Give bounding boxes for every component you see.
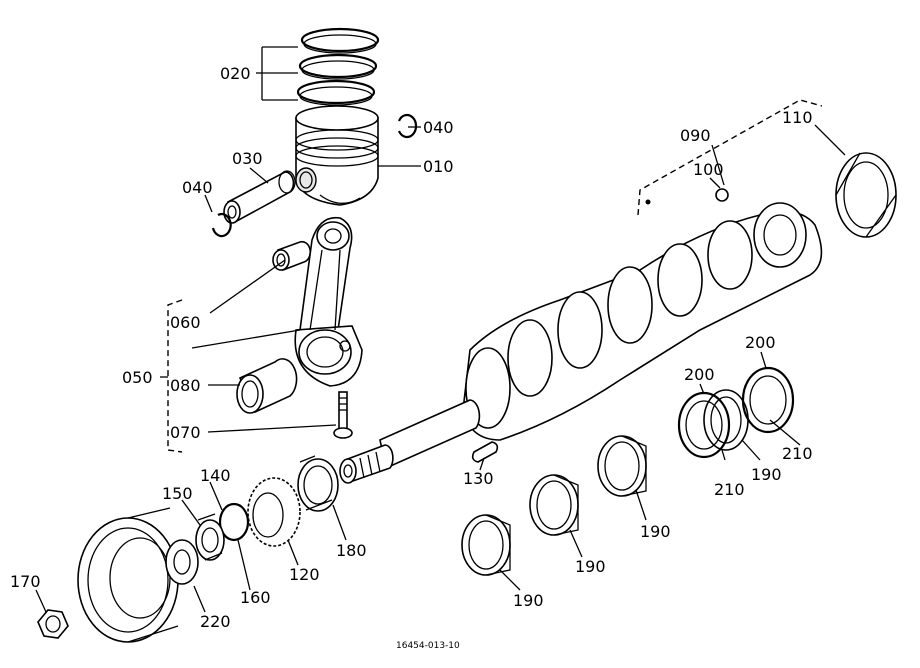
main-bearing-4[interactable] (703, 389, 749, 451)
crankshaft-gear[interactable] (247, 477, 301, 547)
callout-110: 110 (782, 108, 813, 127)
callout-210-left: 210 (714, 480, 745, 499)
callout-120: 120 (289, 565, 320, 584)
pulley-nut[interactable] (37, 609, 69, 639)
callout-030: 030 (232, 149, 263, 168)
callout-220: 220 (200, 612, 231, 631)
callout-labels: 020 040 030 010 040 090 110 100 060 050 … (10, 64, 813, 651)
ball-plug[interactable] (715, 188, 729, 202)
o-ring[interactable] (218, 502, 250, 542)
drawing-number: 16454-013-10 (396, 641, 460, 651)
piston-rings[interactable] (296, 27, 380, 106)
thrust-washer-rear[interactable] (741, 366, 795, 434)
callout-130: 130 (463, 469, 494, 488)
piston[interactable] (295, 105, 379, 206)
group-dot (645, 199, 651, 205)
pulley[interactable] (77, 507, 199, 643)
callout-010: 010 (423, 157, 454, 176)
rear-oil-seal[interactable] (835, 152, 897, 238)
snap-ring-right[interactable] (397, 113, 418, 139)
front-collar[interactable] (195, 513, 225, 561)
big-end-bearing[interactable] (236, 358, 298, 414)
snap-ring-left[interactable] (211, 212, 232, 238)
crankshaft[interactable] (339, 202, 823, 484)
piston-pin[interactable] (223, 170, 296, 224)
leader-lines (35, 46, 846, 613)
small-end-bushing[interactable] (272, 240, 311, 272)
callout-190-front: 190 (513, 591, 544, 610)
callout-100: 100 (693, 160, 724, 179)
main-bearing-1[interactable] (461, 514, 511, 576)
rod-bolt[interactable] (333, 391, 353, 439)
callout-050: 050 (122, 368, 153, 387)
callout-080: 080 (170, 376, 201, 395)
callout-160: 160 (240, 588, 271, 607)
callout-170: 170 (10, 572, 41, 591)
callout-190-rear: 190 (751, 465, 782, 484)
callout-200-upper: 200 (745, 333, 776, 352)
main-bearing-2[interactable] (529, 474, 579, 536)
callout-040-right: 040 (423, 118, 454, 137)
callout-210-right: 210 (782, 444, 813, 463)
callout-150: 150 (162, 484, 193, 503)
connecting-rod[interactable] (294, 216, 363, 387)
main-bearing-3[interactable] (597, 435, 647, 497)
callout-140: 140 (200, 466, 231, 485)
callout-060: 060 (170, 313, 201, 332)
crankshaft-collar[interactable] (297, 455, 339, 512)
callout-020: 020 (220, 64, 251, 83)
callout-180: 180 (336, 541, 367, 560)
callout-070: 070 (170, 423, 201, 442)
callout-040-left: 040 (182, 178, 213, 197)
callout-190-mid: 190 (575, 557, 606, 576)
crankshaft-group-bracket (637, 99, 823, 216)
callout-090: 090 (680, 126, 711, 145)
callout-190-center: 190 (640, 522, 671, 541)
woodruff-key[interactable] (471, 441, 499, 463)
callout-200-lower: 200 (684, 365, 715, 384)
